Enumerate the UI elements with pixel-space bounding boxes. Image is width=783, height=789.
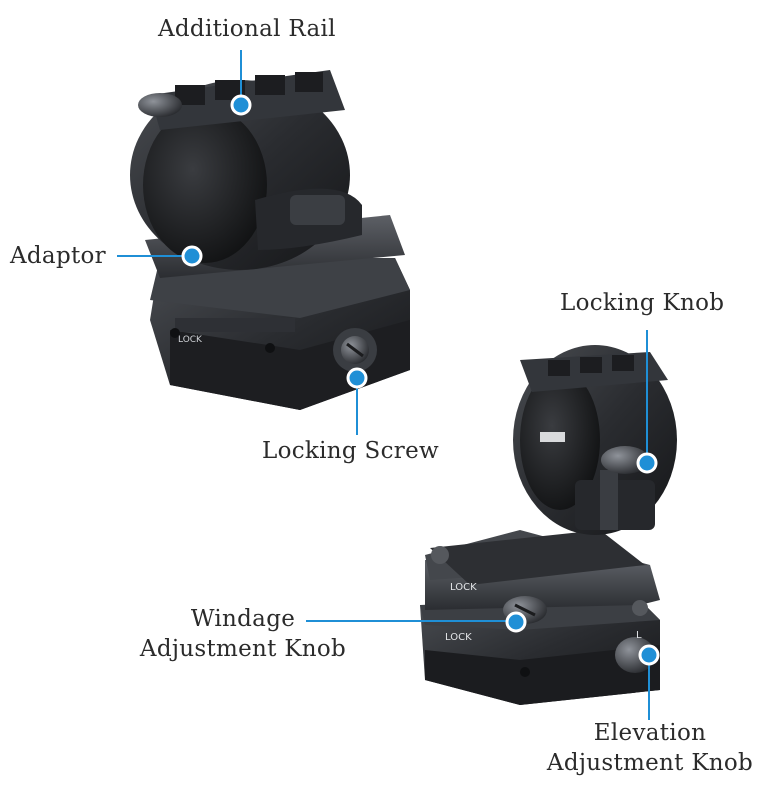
label-adaptor: Adaptor — [10, 243, 106, 269]
label-elevation-line1: Elevation — [593, 720, 707, 746]
label-windage-line1: Windage — [190, 606, 296, 632]
callouts — [117, 50, 660, 720]
mount-front-view — [130, 70, 410, 410]
mount-side-view — [420, 345, 677, 705]
label-windage-line2: Adjustment Knob — [139, 636, 347, 662]
label-windage: Windage Adjustment Knob — [130, 604, 356, 664]
label-locking-knob: Locking Knob — [560, 290, 725, 316]
engraving-letter-l: L — [636, 630, 642, 641]
engraving-lock-low: LOCK — [445, 632, 472, 643]
label-additional-rail: Additional Rail — [158, 16, 336, 42]
label-locking-screw: Locking Screw — [262, 438, 439, 464]
engraving-lock-mid: LOCK — [450, 582, 477, 593]
engraving-lock-top: LOCK — [178, 335, 203, 345]
label-elevation-line2: Adjustment Knob — [546, 750, 754, 776]
label-elevation: Elevation Adjustment Knob — [532, 718, 768, 778]
